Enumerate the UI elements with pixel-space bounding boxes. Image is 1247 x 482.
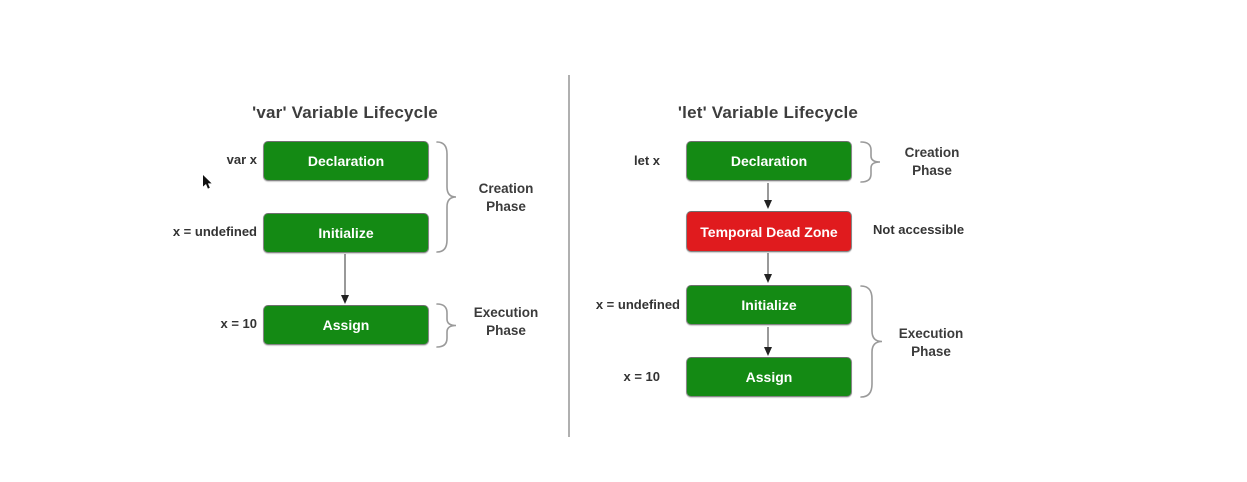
assign-box: Assign [686,357,852,397]
panel-divider [568,75,570,437]
x-undefined-annotation: x = undefined [595,297,680,312]
down-arrow-icon [764,183,772,209]
creation-phase-brace [436,141,457,253]
declaration-box: Declaration [263,141,429,181]
initialize-box: Initialize [263,213,429,253]
var-lifecycle-title: 'var' Variable Lifecycle [252,103,438,122]
down-arrow-icon [764,327,772,356]
x-undefined-annotation: x = undefined [172,224,257,239]
var-x-annotation: var x [226,152,257,167]
assign-box: Assign [263,305,429,345]
declaration-box: Declaration [686,141,852,181]
creation-phase-brace [860,141,881,183]
let-execution-phase-label: Execution Phase [898,326,964,359]
execution-phase-brace [436,303,457,348]
mouse-cursor-icon [203,175,212,189]
x-10-annotation: x = 10 [623,369,660,384]
var-creation-phase-label: Creation Phase [478,181,534,214]
let-creation-phase-label: Creation Phase [904,145,960,178]
var-execution-phase-label: Execution Phase [473,305,539,338]
initialize-box: Initialize [686,285,852,325]
let-x-annotation: let x [633,153,660,168]
temporal-dead-zone-box: Temporal Dead Zone [686,211,852,252]
down-arrow-icon [764,253,772,283]
execution-phase-brace [860,285,883,398]
down-arrow-icon [341,254,349,304]
not-accessible-annotation: Not accessible [873,222,965,237]
let-lifecycle-title: 'let' Variable Lifecycle [677,103,859,122]
x-10-annotation: x = 10 [220,316,257,331]
